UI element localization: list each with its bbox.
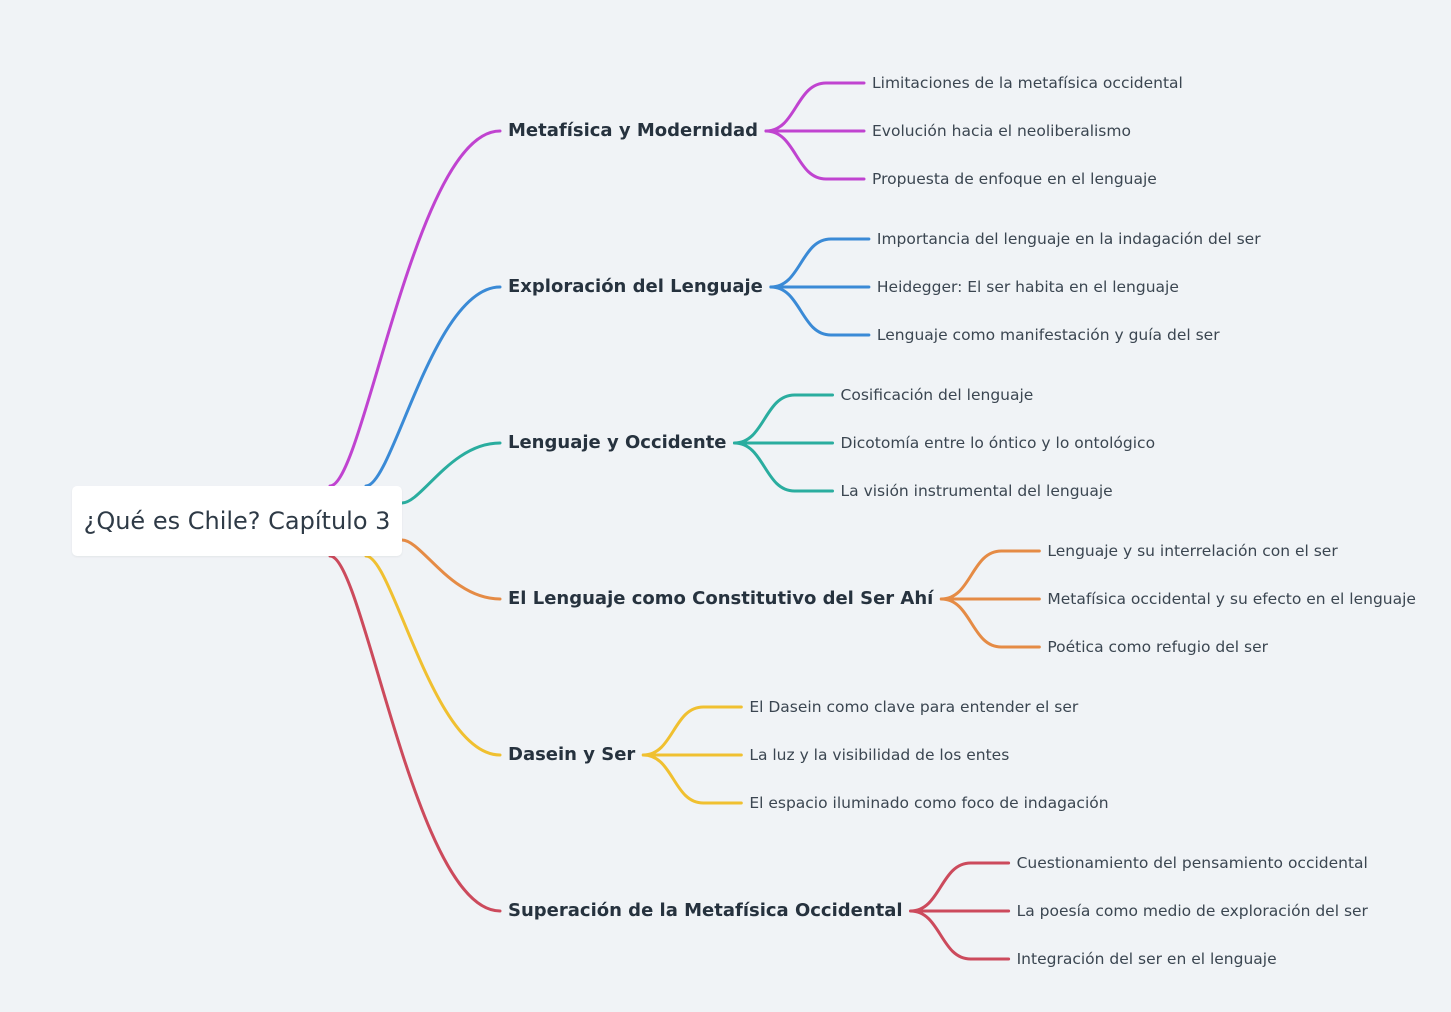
branch-topic[interactable]: El Lenguaje como Constitutivo del Ser Ah… — [508, 588, 934, 609]
subtopic[interactable]: Limitaciones de la metafísica occidental — [872, 74, 1183, 92]
leaf-connector — [641, 753, 743, 805]
subtopic[interactable]: Cosificación del lenguaje — [840, 386, 1034, 404]
leaf-connector — [909, 909, 1011, 961]
subtopic[interactable]: Lenguaje y su interrelación con el ser — [1047, 542, 1338, 560]
subtopic[interactable]: Cuestionamiento del pensamiento occident… — [1016, 854, 1368, 872]
root-connector — [400, 441, 502, 505]
root-connector — [328, 554, 502, 913]
leaf-connector — [769, 237, 871, 289]
root-connector — [400, 538, 502, 601]
leaf-connector — [733, 441, 835, 493]
root-connector — [328, 129, 502, 488]
root-connector — [364, 285, 502, 488]
root-topic-label: ¿Qué es Chile? Capítulo 3 — [83, 507, 391, 535]
leaf-connector — [764, 129, 866, 181]
subtopic[interactable]: Importancia del lenguaje en la indagació… — [876, 230, 1261, 248]
leaf-connector — [769, 285, 871, 337]
subtopic[interactable]: La luz y la visibilidad de los entes — [749, 746, 1010, 764]
subtopic[interactable]: Evolución hacia el neoliberalismo — [872, 122, 1131, 140]
subtopic[interactable]: Dicotomía entre lo óntico y lo ontológic… — [840, 434, 1156, 452]
root-connector — [364, 554, 502, 757]
subtopic[interactable]: Lenguaje como manifestación y guía del s… — [876, 326, 1220, 344]
leaf-connector — [733, 393, 835, 445]
subtopic[interactable]: La visión instrumental del lenguaje — [840, 482, 1113, 500]
branch-topic[interactable]: Superación de la Metafísica Occidental — [508, 900, 903, 921]
subtopic[interactable]: La poesía como medio de exploración del … — [1016, 902, 1368, 920]
leaf-connector — [909, 861, 1011, 913]
subtopic[interactable]: Heidegger: El ser habita en el lenguaje — [876, 278, 1179, 296]
leaf-connector — [764, 81, 866, 133]
leaf-connector — [939, 597, 1041, 649]
leaf-connector — [939, 549, 1041, 601]
branch-topic[interactable]: Metafísica y Modernidad — [508, 120, 758, 141]
subtopic[interactable]: Metafísica occidental y su efecto en el … — [1047, 590, 1416, 608]
subtopic[interactable]: Integración del ser en el lenguaje — [1016, 950, 1277, 968]
subtopic[interactable]: Propuesta de enfoque en el lenguaje — [872, 170, 1157, 188]
branch-topic[interactable]: Exploración del Lenguaje — [508, 276, 763, 297]
branch-topic[interactable]: Dasein y Ser — [508, 744, 636, 765]
root-topic[interactable]: ¿Qué es Chile? Capítulo 3 — [72, 486, 402, 556]
subtopic[interactable]: Poética como refugio del ser — [1047, 638, 1268, 656]
branch-topic[interactable]: Lenguaje y Occidente — [508, 432, 727, 453]
subtopic[interactable]: El Dasein como clave para entender el se… — [749, 698, 1079, 716]
leaf-connector — [641, 705, 743, 757]
subtopic[interactable]: El espacio iluminado como foco de indaga… — [749, 794, 1109, 812]
